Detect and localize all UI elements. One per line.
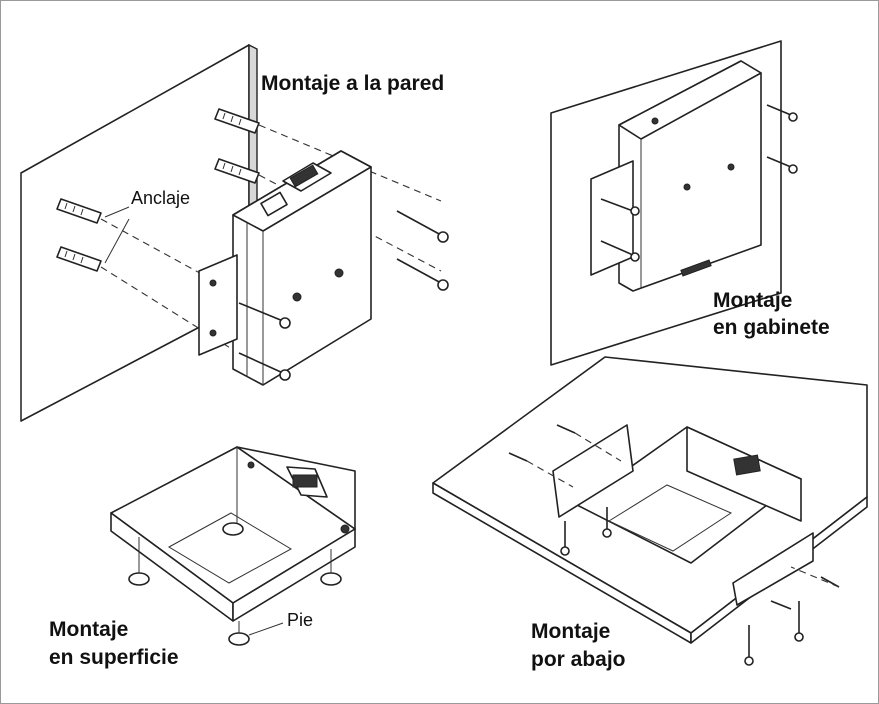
- foot-label: Pie: [287, 610, 314, 630]
- foot-3: [320, 549, 342, 586]
- screw-1: [396, 210, 449, 243]
- anchor-4: [56, 246, 102, 272]
- wall-panel: [20, 44, 250, 422]
- anchor-3: [56, 198, 102, 224]
- foot-2: [222, 522, 244, 536]
- under-mount-title-line1: Montaje: [531, 620, 611, 643]
- foot-1: [128, 537, 150, 586]
- under-mount-illustration: [432, 356, 868, 666]
- wall-mount-title: Montaje a la pared: [261, 72, 445, 95]
- cabinet-mount-title-line2: en gabinete: [713, 316, 830, 339]
- surface-mount-title-line1: Montaje: [49, 618, 129, 641]
- cabinet-mount-title-line1: Montaje: [713, 289, 793, 312]
- anchor-2: [214, 158, 260, 184]
- screw-4: [238, 352, 291, 381]
- foot-4: [228, 621, 250, 646]
- screw-3: [238, 302, 291, 329]
- cabinet-mount-illustration: [550, 40, 798, 366]
- anchor-label: Anclaje: [131, 188, 191, 208]
- wall-mount-illustration: [20, 43, 449, 422]
- surface-mount-title-line2: en superficie: [49, 646, 179, 669]
- anchor-1: [214, 108, 260, 134]
- mounting-bracket: [198, 254, 238, 356]
- surface-mount-illustration: [110, 446, 356, 646]
- screw-2: [396, 258, 449, 291]
- under-mount-title-line2: por abajo: [531, 648, 626, 671]
